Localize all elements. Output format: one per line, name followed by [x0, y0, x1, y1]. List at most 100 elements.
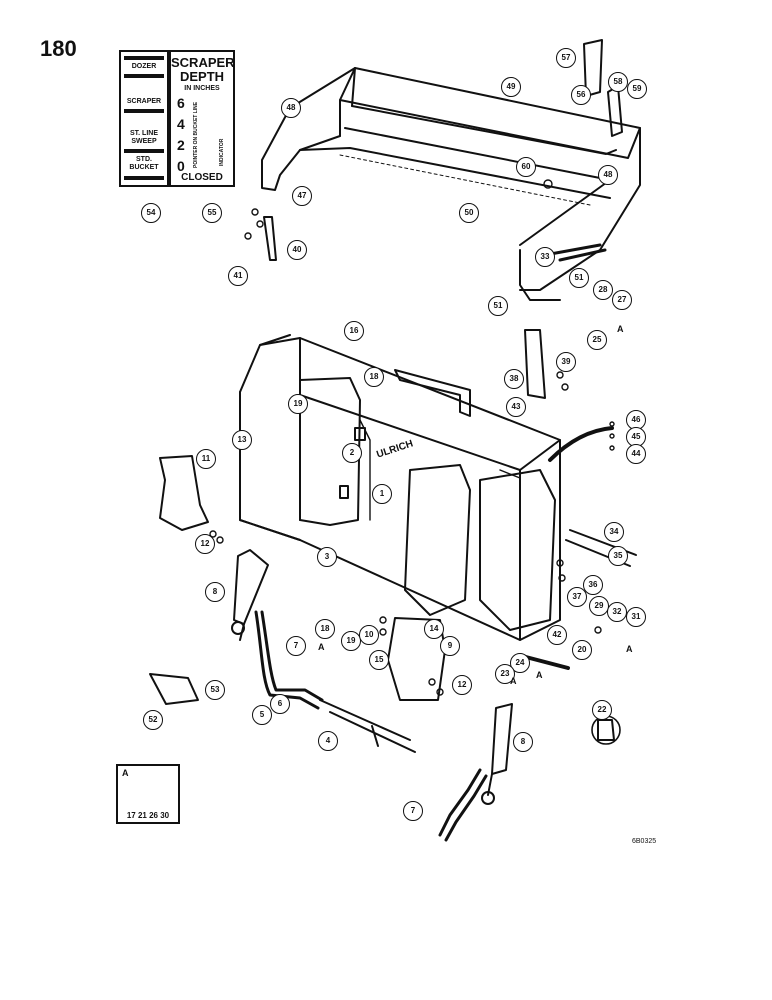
cylinder-right: [481, 703, 513, 805]
callout-49: 49: [501, 77, 521, 97]
guard-53: [149, 673, 199, 705]
decal-54: DOZER SCRAPER ST. LINE SWEEP STD. BUCKET: [119, 50, 169, 187]
hose-left-2: [254, 610, 320, 710]
a-ref: A: [536, 670, 543, 680]
callout-3: 3: [317, 547, 337, 567]
inset-a: A 17 21 26 30: [116, 764, 180, 824]
callout-38: 38: [504, 369, 524, 389]
callout-19: 19: [288, 394, 308, 414]
grease-cup-22: [597, 719, 615, 741]
a-ref: A: [626, 644, 633, 654]
decal-title-1: SCRAPER: [171, 55, 235, 70]
decal-scale-6: 6: [177, 95, 185, 111]
callout-4: 4: [318, 731, 338, 751]
callout-48: 48: [281, 98, 301, 118]
link-40: [263, 216, 277, 261]
callout-25: 25: [587, 330, 607, 350]
callout-18: 18: [315, 619, 335, 639]
callout-60: 60: [516, 157, 536, 177]
callout-50: 50: [459, 203, 479, 223]
decal-side-left: POINTER ON BUCKET LINE: [193, 101, 199, 168]
cylinder-left: [231, 549, 269, 641]
callout-22: 22: [592, 700, 612, 720]
callout-51: 51: [488, 296, 508, 316]
callout-11: 11: [196, 449, 216, 469]
decal-label-dozer: DOZER: [131, 63, 157, 70]
callout-13: 13: [232, 430, 252, 450]
callout-32: 32: [607, 602, 627, 622]
decal-side-right: INDICATOR: [219, 138, 225, 166]
hose-left: [260, 610, 324, 702]
inset-parts: 17 21 26 30: [126, 811, 170, 820]
decal-closed: CLOSED: [181, 172, 223, 183]
link-38: [524, 329, 546, 399]
decal-scale-4: 4: [177, 116, 185, 132]
callout-12: 12: [452, 675, 472, 695]
callout-36: 36: [583, 575, 603, 595]
decal-scale-0: 0: [177, 158, 185, 174]
callout-47: 47: [292, 186, 312, 206]
callout-59: 59: [627, 79, 647, 99]
link-40-upper: [607, 85, 623, 137]
callout-58: 58: [608, 72, 628, 92]
callout-34: 34: [604, 522, 624, 542]
callout-24: 24: [510, 653, 530, 673]
callout-7: 7: [286, 636, 306, 656]
decal-scale-2: 2: [177, 137, 185, 153]
inset-letter: A: [122, 768, 129, 778]
hose-right-2: [444, 774, 488, 842]
callout-42: 42: [547, 625, 567, 645]
decal-bar: [124, 176, 164, 180]
decal-title-2: DEPTH: [179, 69, 225, 84]
callout-29: 29: [589, 596, 609, 616]
callout-1: 1: [372, 484, 392, 504]
callout-55: 55: [202, 203, 222, 223]
callout-52: 52: [143, 710, 163, 730]
callout-20: 20: [572, 640, 592, 660]
callout-31: 31: [626, 607, 646, 627]
hose-right: [438, 768, 482, 837]
callout-7: 7: [403, 801, 423, 821]
decal-label-bucket: STD. BUCKET: [129, 156, 159, 171]
callout-48: 48: [598, 165, 618, 185]
callout-41: 41: [228, 266, 248, 286]
callout-51: 51: [569, 268, 589, 288]
callout-37: 37: [567, 587, 587, 607]
callout-9: 9: [440, 636, 460, 656]
callout-40: 40: [287, 240, 307, 260]
callout-27: 27: [612, 290, 632, 310]
bucket: [239, 334, 614, 641]
callout-8: 8: [513, 732, 533, 752]
callout-44: 44: [626, 444, 646, 464]
decal-bar: [124, 149, 164, 153]
callout-53: 53: [205, 680, 225, 700]
callout-39: 39: [556, 352, 576, 372]
callout-14: 14: [424, 619, 444, 639]
callout-54: 54: [141, 203, 161, 223]
part-56-57: [583, 39, 603, 97]
decal-55: SCRAPER DEPTH IN INCHES 6 4 2 0 POINTER …: [169, 50, 235, 187]
decal-subtitle: IN INCHES: [184, 85, 220, 92]
callout-23: 23: [495, 664, 515, 684]
callout-2: 2: [342, 443, 362, 463]
callout-56: 56: [571, 85, 591, 105]
figure-reference: 6B0325: [632, 838, 657, 845]
a-ref: A: [318, 642, 325, 652]
bracket-11: [159, 455, 209, 531]
page-number: 180: [40, 36, 77, 61]
callout-43: 43: [506, 397, 526, 417]
decal-label-sweep: ST. LINE SWEEP: [129, 130, 158, 145]
callout-28: 28: [593, 280, 613, 300]
callout-19: 19: [341, 631, 361, 651]
callout-18: 18: [364, 367, 384, 387]
decal-bar: [124, 74, 164, 78]
decal-label-scraper: SCRAPER: [126, 98, 162, 105]
callout-12: 12: [195, 534, 215, 554]
callout-33: 33: [535, 247, 555, 267]
callout-8: 8: [205, 582, 225, 602]
callout-5: 5: [252, 705, 272, 725]
callout-35: 35: [608, 546, 628, 566]
hose-valve: [319, 699, 416, 753]
decal-bar: [124, 109, 164, 113]
a-ref: A: [617, 324, 624, 334]
